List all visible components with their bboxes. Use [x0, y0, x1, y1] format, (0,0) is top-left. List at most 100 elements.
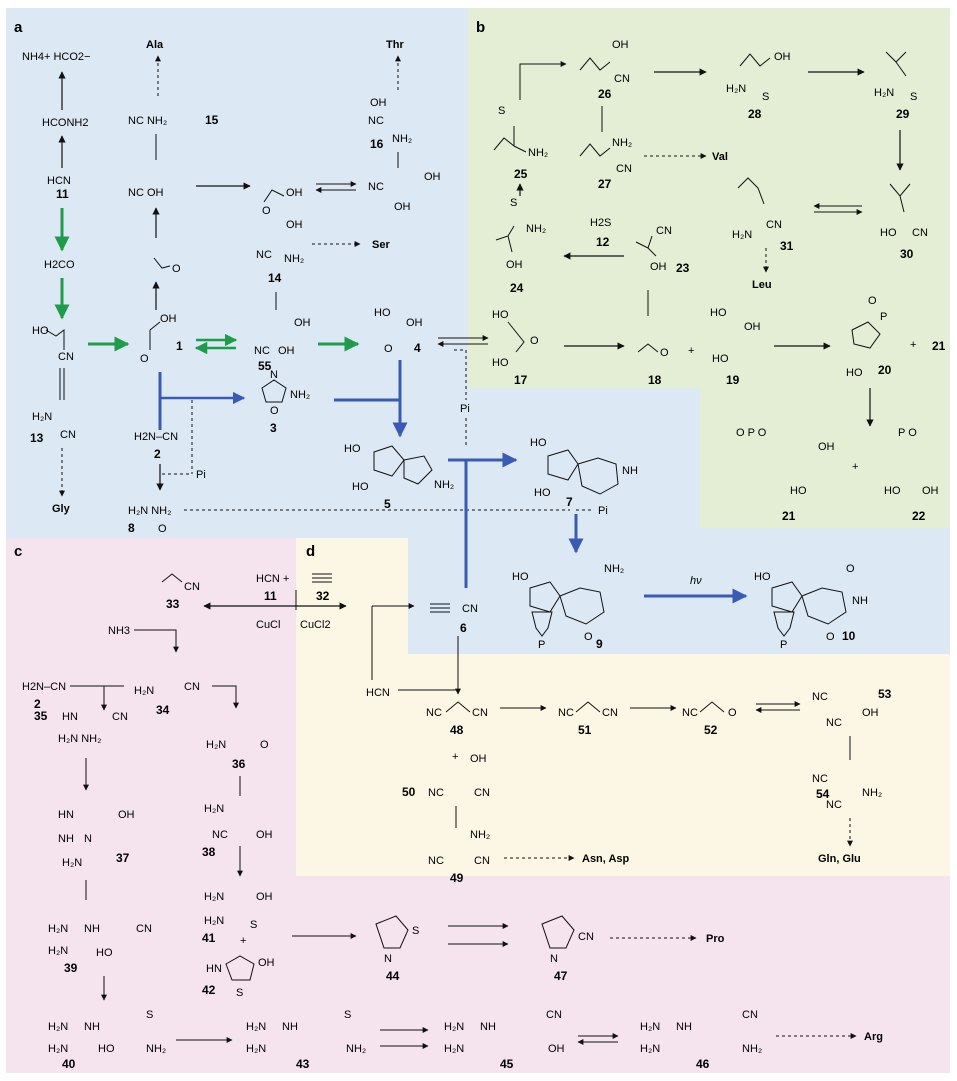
compound-51-label: 51: [578, 723, 592, 737]
compound-23-label: 23: [676, 261, 690, 275]
compound-42-label: 42: [202, 983, 216, 997]
compound-7-nh: NH: [622, 465, 638, 477]
compound-8-label: 8: [128, 521, 135, 535]
compound-7-label: 7: [566, 495, 573, 509]
arrow-33-to-34: [134, 629, 179, 653]
glyceraldehyde-oh: OH: [406, 317, 423, 329]
compound-27-nh2: NH₂: [612, 137, 632, 149]
compound-17-label: 17: [514, 373, 528, 387]
compound-24-oh: OH: [506, 259, 523, 271]
compound-20-ho: HO: [846, 367, 863, 379]
phosphate-label-right: Pi: [598, 505, 608, 517]
compound-9-cyclic-phosphate: [531, 611, 553, 637]
product-ser: Ser: [372, 239, 390, 251]
compound-41-label: 41: [202, 931, 216, 945]
compound-38-oh: OH: [256, 829, 273, 841]
compound-17-ho: HO: [492, 309, 509, 321]
compound-43-h2n-b: H₂N: [246, 1043, 266, 1055]
compound-39-ho: HO: [96, 947, 113, 959]
compound-45-h2n: H₂N: [444, 1021, 464, 1033]
compound-7-pyrimidine: [577, 457, 619, 495]
compound-7-furanose: [547, 449, 579, 481]
compound-44-ring: [375, 915, 409, 949]
product-val: Val: [712, 151, 728, 163]
product-asn-asp: Asn, Asp: [582, 853, 630, 865]
compound-22-label: 22: [912, 509, 926, 523]
compound-29-h2n: H₂N: [874, 87, 894, 99]
panel-label-b: b: [476, 19, 485, 36]
product-leu: Leu: [752, 279, 772, 291]
compound-45-h2n-b: H₂N: [444, 1043, 464, 1055]
compound-17-ho-bottom: HO: [492, 357, 509, 369]
compound-45-oh: OH: [548, 1043, 565, 1055]
compound-12-label: 12: [596, 235, 610, 249]
compound-15-label: 15: [205, 113, 219, 127]
compound-9-p: P: [538, 639, 545, 651]
compound-25-structure: [493, 126, 527, 153]
glycolaldehyde-oh: OH: [160, 313, 177, 325]
compound-37-hn: HN: [58, 809, 74, 821]
compound-47-label: 47: [554, 969, 568, 983]
acetone-o: O: [660, 347, 669, 359]
compound-46-h2n: H₂N: [640, 1021, 660, 1033]
compound-48-nc: NC: [426, 707, 442, 719]
compound-6-label: 6: [460, 621, 467, 635]
compound-51-cn: CN: [602, 707, 618, 719]
glyceraldehyde-o: O: [384, 343, 393, 355]
compound-10-o: O: [826, 631, 835, 643]
plus-21-22: +: [852, 461, 858, 473]
compound-54-label: 54: [816, 787, 830, 801]
compound-39-h2n-b: H₂N: [48, 945, 68, 957]
compound-49-nc: NC: [428, 855, 444, 867]
compound-46-cn: CN: [742, 1009, 758, 1021]
compound-21-oh: OH: [818, 441, 835, 453]
compound-37-oh: OH: [118, 809, 135, 821]
compound-47-cn: CN: [578, 931, 594, 943]
compound-40-nh2: NH₂: [146, 1043, 166, 1055]
compound-45-label: 45: [500, 1057, 514, 1071]
acetone-structure: [637, 343, 659, 353]
compound-25-label: 25: [514, 167, 528, 181]
compound-10-nh: NH: [852, 595, 868, 607]
compound-11-label-lower: 11: [264, 589, 277, 603]
lactaldehyde-o: O: [262, 205, 271, 217]
compound-55-nc: NC: [254, 345, 270, 357]
compound-36-h2n: H₂N: [206, 739, 226, 751]
compound-10-label: 10: [842, 629, 856, 643]
compound-35-cn: CN: [112, 711, 128, 723]
acrylonitrile-cn: CN: [184, 581, 200, 593]
compound-51-nc: NC: [558, 707, 574, 719]
compound-38-nc: NC: [212, 829, 228, 841]
compound-34-label: 34: [156, 703, 170, 717]
compound-38-label: 38: [202, 845, 216, 859]
compound-19-oh: OH: [744, 321, 761, 333]
compound-21-label-top: 21: [932, 339, 946, 353]
aminooxazole-nh2: NH₂: [290, 389, 310, 401]
compound-31-structure: [737, 177, 765, 205]
compound-43-s: S: [344, 1009, 351, 1021]
product-pro: Pro: [706, 933, 725, 945]
compound-22-phosphate: P O: [898, 427, 917, 439]
compound-48-cn: CN: [472, 707, 488, 719]
compound-5-ho-bottom: HO: [352, 481, 369, 493]
arrow-25-to-26: [519, 61, 567, 100]
compound-1-label: 1: [176, 339, 183, 353]
compound-36-o: O: [260, 739, 269, 751]
compound-16-nc: NC: [368, 115, 384, 127]
compound-30-ho: HO: [880, 227, 897, 239]
compound-21-label: 21: [782, 509, 796, 523]
compound-19-ho-bottom: HO: [712, 353, 729, 365]
compound-20-o-top: O: [868, 295, 877, 307]
compound-43-label: 43: [296, 1057, 310, 1071]
compound-4-label: 4: [414, 341, 421, 355]
compound-35-label: 35: [34, 709, 48, 723]
compound-29-s: S: [910, 91, 917, 103]
compound-52-chain: [699, 701, 725, 713]
compound-55-label: 55: [258, 359, 272, 373]
compound-52-nc: NC: [682, 707, 698, 719]
cyanoacetylene-cn: CN: [462, 603, 478, 615]
compound-28-oh: OH: [774, 51, 791, 63]
compound-24-label: 24: [510, 281, 524, 295]
acetaldehyde-structure: [153, 257, 171, 269]
formaldehyde-label: H2CO: [44, 259, 75, 271]
